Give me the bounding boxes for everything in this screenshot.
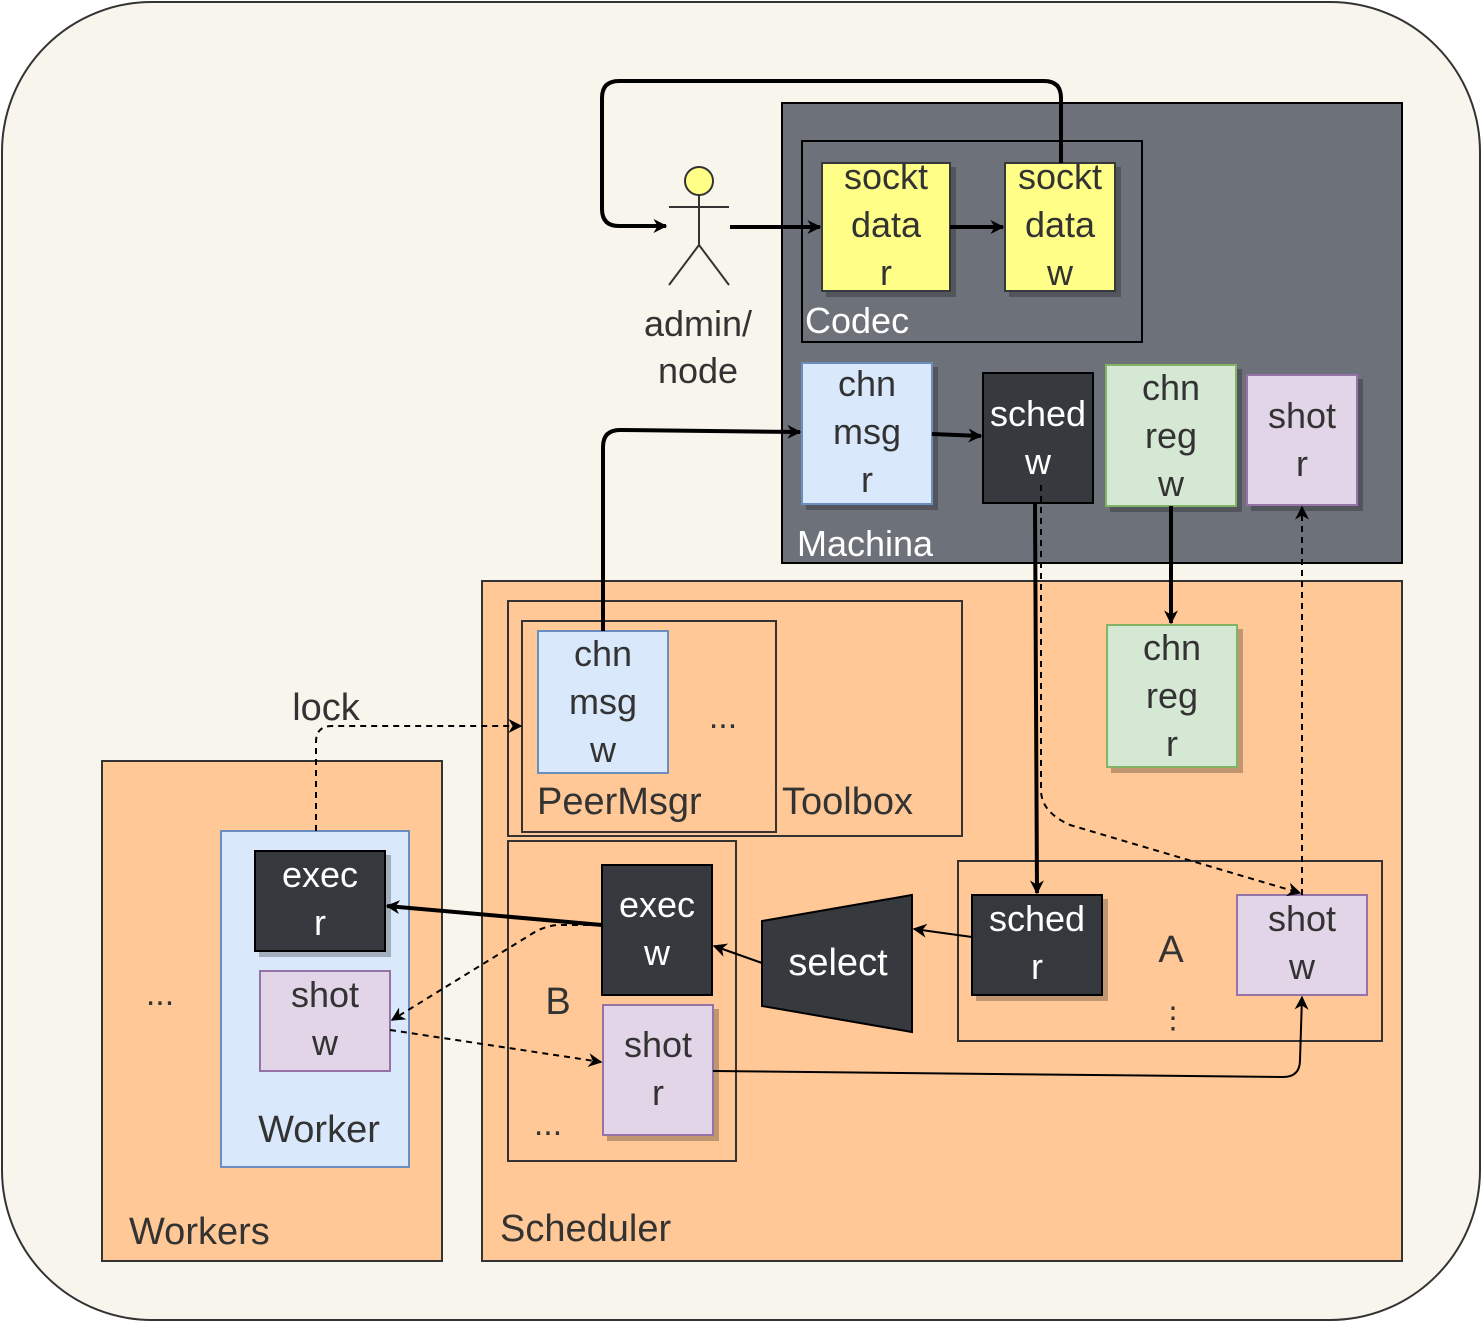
sockt-data-w-line3: w (1046, 252, 1074, 293)
sched-r-line1: sched (989, 898, 1085, 939)
sockt-data-r-line3: r (880, 252, 892, 293)
sched-w-line2: w (1024, 441, 1052, 482)
exec-r-node: exec r (254, 850, 386, 952)
shot-w-worker-node: shot w (259, 970, 391, 1072)
exec-r-line1: exec (282, 854, 358, 895)
machina-label: Machina (797, 523, 934, 564)
sockt-data-r-node: sockt data r (821, 156, 951, 293)
sockt-data-r-line2: data (851, 204, 922, 245)
chn-reg-w-line3: w (1157, 463, 1185, 504)
exec-w-node: exec w (601, 864, 713, 996)
chn-msg-w-line3: w (589, 729, 617, 770)
chn-reg-r-node: chn reg r (1106, 624, 1238, 768)
edge-chn-msg-w-to-chn-msg-r (601, 424, 802, 631)
exec-w-line1: exec (619, 884, 695, 925)
actor-head-icon (684, 166, 714, 196)
shot-r-b-line2: r (652, 1072, 664, 1113)
group-a-more-label: ⋮ (1158, 1002, 1188, 1035)
chn-reg-w-node: chn reg w (1105, 364, 1237, 507)
scheduler-label: Scheduler (500, 1208, 671, 1250)
sched-w-line1: sched (990, 393, 1086, 434)
toolbox-label: Toolbox (782, 781, 913, 823)
shot-r-b-node: shot r (602, 1004, 714, 1136)
shot-r-b-line1: shot (624, 1024, 692, 1065)
shot-w-a-node: shot w (1236, 894, 1368, 996)
chn-msg-r-line3: r (861, 459, 873, 500)
sched-r-line2: r (1031, 946, 1043, 987)
edge-shot-w-worker-to-shot-r-b (389, 1029, 603, 1068)
shot-r-top-node: shot r (1246, 374, 1358, 506)
edge-shot-r-b-to-shot-w-a (712, 995, 1309, 1079)
actor-label-line2: node (658, 350, 738, 391)
edge-chn-msg-r-to-sched-w (931, 428, 983, 443)
select-label: select (788, 942, 888, 984)
chn-msg-r-line2: msg (833, 411, 901, 452)
shot-w-worker-line1: shot (291, 974, 359, 1015)
sched-r-node: sched r (971, 894, 1103, 996)
edge-exec-w-to-shot-w-worker (390, 924, 600, 1021)
edge-sched-w-to-shot-w-a (1040, 485, 1302, 897)
edge-sched-r-to-select (912, 923, 973, 938)
sockt-data-r-line1: sockt (844, 156, 928, 197)
select-node: select (761, 893, 913, 1034)
actor-label-line1: admin/ (644, 303, 752, 344)
chn-msg-w-node: chn msg w (537, 630, 669, 774)
sched-w-node: sched w (982, 372, 1094, 504)
chn-reg-w-line1: chn (1142, 367, 1200, 408)
peermsgr-more-label: ... (709, 698, 737, 736)
edge-sockt-w-to-actor (600, 79, 1063, 233)
chn-msg-w-line2: msg (569, 681, 637, 722)
exec-w-line2: w (643, 932, 671, 973)
shot-w-a-line2: w (1288, 946, 1316, 987)
shot-r-top-line1: shot (1268, 395, 1336, 436)
worker-label: Worker (258, 1109, 380, 1151)
edge-exec-w-to-exec-r (385, 900, 603, 927)
chn-msg-w-line1: chn (574, 633, 632, 674)
workers-more-label: ... (146, 975, 174, 1013)
admin-node-actor: admin/ node (644, 166, 752, 391)
chn-reg-w-line2: reg (1145, 415, 1197, 456)
chn-reg-r-line2: reg (1146, 675, 1198, 716)
group-b-label: B (545, 981, 570, 1023)
edge-select-to-exec-w (712, 943, 763, 964)
peermsgr-label: PeerMsgr (537, 781, 702, 823)
codec-label: Codec (805, 300, 909, 341)
shot-w-worker-line2: w (311, 1022, 339, 1063)
chn-msg-r-line1: chn (838, 363, 896, 404)
edge-worker-lock-to-chn-msg-w (315, 719, 523, 831)
sockt-data-w-line2: data (1025, 204, 1096, 245)
chn-reg-r-line3: r (1166, 723, 1178, 764)
group-b-more-label: ... (534, 1105, 562, 1143)
workers-label: Workers (129, 1211, 270, 1253)
chn-reg-r-line1: chn (1143, 627, 1201, 668)
chn-msg-r-node: chn msg r (801, 362, 933, 505)
exec-r-line2: r (314, 902, 326, 943)
sockt-data-w-node: sockt data w (1004, 156, 1116, 293)
lock-label: lock (292, 687, 361, 729)
shot-r-top-line2: r (1296, 443, 1308, 484)
shot-w-a-line1: shot (1268, 898, 1336, 939)
group-a-label: A (1158, 929, 1184, 971)
edge-sched-w-to-sched-r (1029, 502, 1044, 895)
